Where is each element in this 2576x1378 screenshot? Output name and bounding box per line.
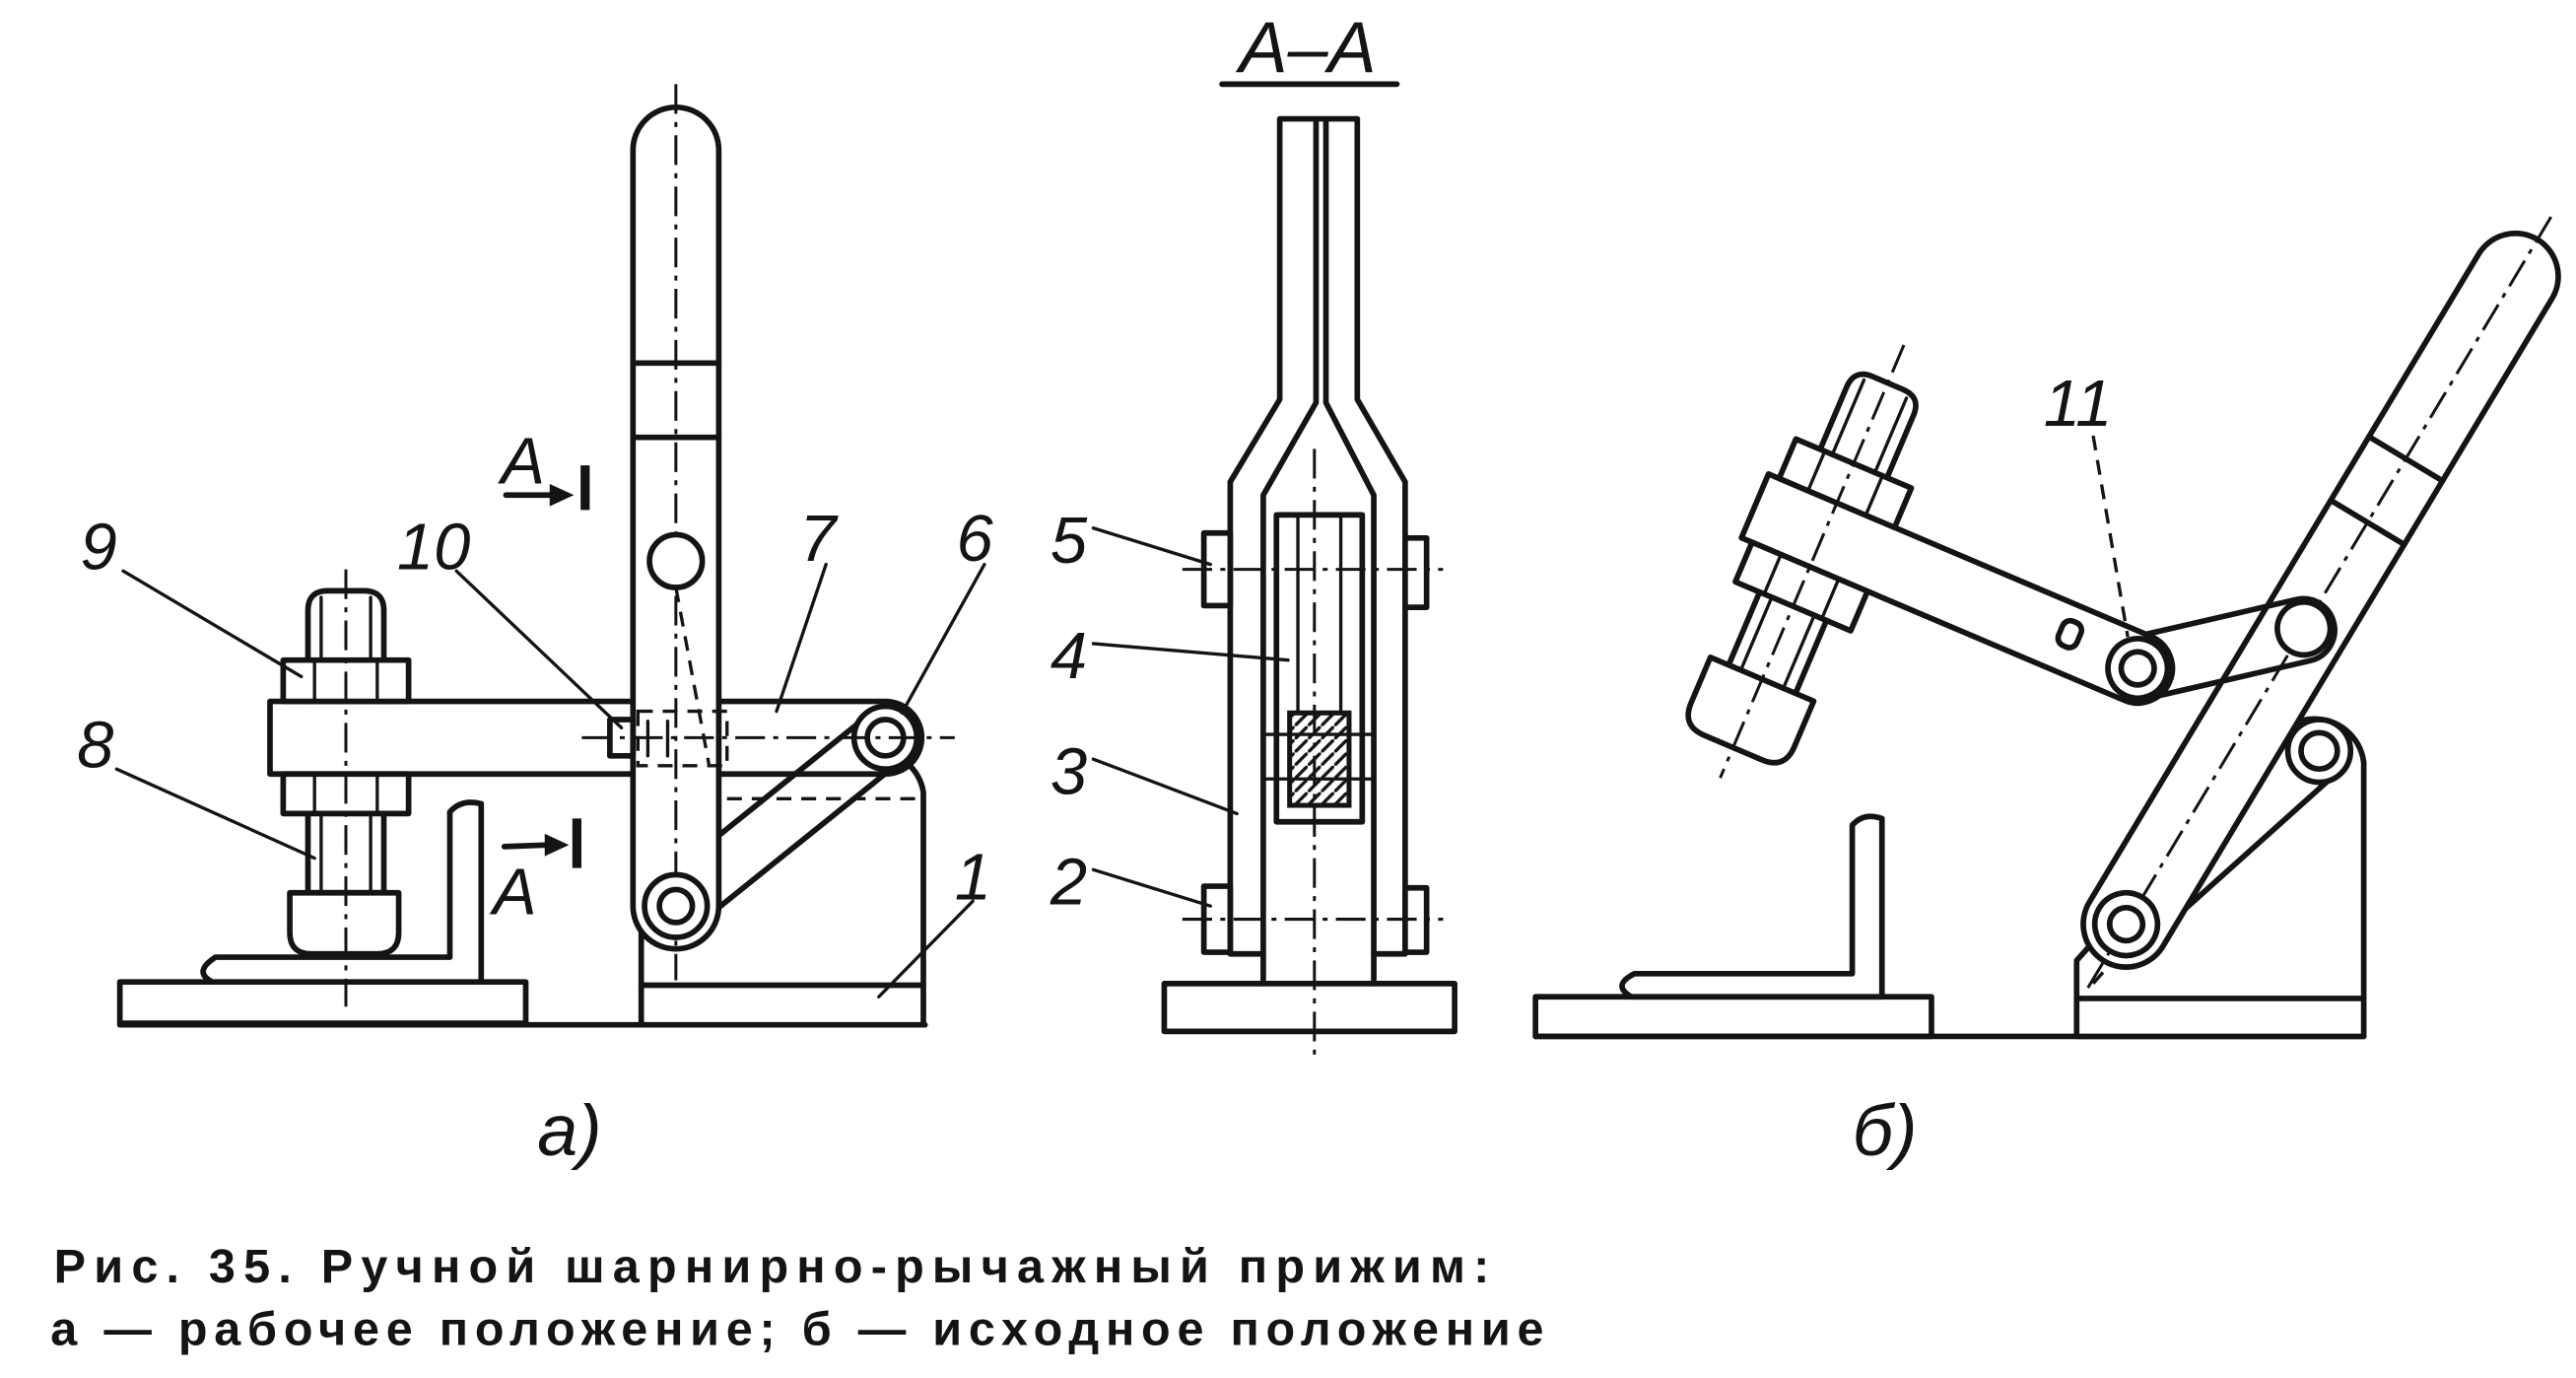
callout-3: 3: [1051, 734, 1087, 808]
base-plate: [116, 979, 529, 1026]
callout-8: 8: [77, 709, 113, 783]
nut-face-line: [1820, 577, 1841, 621]
leader-9: [121, 569, 304, 679]
pivot-11: [2105, 636, 2171, 702]
nut-face-line: [1864, 473, 1884, 517]
screw-thread-line: [1738, 595, 1774, 672]
base-plate: [1532, 994, 1934, 1040]
caption-line-2: а — рабочее положение; б — исходное поло…: [50, 1303, 1543, 1356]
callout-11: 11: [2044, 367, 2113, 441]
view-a-label: а): [537, 1089, 602, 1171]
leader-10: [454, 569, 624, 730]
screw-thread-line: [1830, 378, 1866, 456]
screw-thread-line: [1872, 396, 1909, 475]
screw-pad: [1685, 654, 1817, 766]
screw-pad: [287, 889, 402, 957]
handle-hidden-line: [674, 586, 711, 765]
leader-8: [114, 767, 316, 861]
handle-pivot-pin: [2106, 904, 2146, 944]
caption-line-1: Рис. 35. Ручной шарнирно-рычажный прижим…: [54, 1240, 1490, 1293]
handle-pivot: [642, 871, 711, 940]
callout-4: 4: [1051, 619, 1087, 693]
pressure-screw-8: [280, 569, 412, 1007]
leader-3: [1091, 757, 1239, 816]
callout-6: 6: [956, 502, 993, 576]
pivot-6: [2284, 717, 2354, 786]
arm-slot: [2055, 617, 2085, 651]
view-b-label: б): [1853, 1089, 1918, 1171]
base-foot: [1161, 981, 1457, 1035]
handle-lever: [630, 84, 722, 981]
callout-9: 9: [80, 511, 116, 585]
figure-caption: Рис. 35. Ручной шарнирно-рычажный прижим…: [50, 1240, 1543, 1356]
section-a-a: А–А 5 4 3 2: [1050, 7, 1457, 1057]
link-4: [1273, 512, 1366, 825]
handle-pivot: [2091, 889, 2161, 959]
handle-outline: [2080, 230, 2561, 970]
callout-2: 2: [1050, 845, 1087, 919]
handle-grip-line: [2328, 497, 2407, 548]
section-arrowhead-upper: [549, 483, 575, 507]
handle-hole: [2274, 599, 2334, 658]
workpiece-angle: [1619, 813, 1885, 1000]
nut-face-line: [1806, 449, 1827, 493]
leader-1: [877, 899, 975, 999]
handle-pivot-pin: [656, 886, 696, 926]
leader-4: [1091, 642, 1290, 662]
view-a-working-position: А А 9 10 7 6 8 1 а): [77, 84, 993, 1171]
pin-5-head-right: [1402, 534, 1430, 610]
handle-cheek-inner: [1260, 119, 1377, 987]
view-b-initial-position: 11 б): [1532, 216, 2561, 1171]
callout-7: 7: [799, 502, 839, 576]
section-arrow-lower: [501, 842, 552, 850]
clamping-arm-assembly: [1685, 344, 2176, 779]
handle-hole: [646, 531, 706, 590]
leader-5: [1091, 526, 1212, 567]
handle-cheek-outer: [1227, 115, 1408, 957]
pivot-6-pin: [2298, 729, 2340, 773]
pin-5-head-left: [1200, 529, 1234, 609]
hatched-pin-section: [1287, 710, 1352, 808]
callout-5: 5: [1051, 504, 1088, 578]
leader-11: [2091, 435, 2130, 638]
pivot-11-pin: [2118, 649, 2157, 688]
section-mark-upper: А: [497, 425, 545, 499]
workpiece-angle: [200, 799, 485, 986]
leader-7: [775, 562, 828, 714]
section-arrowhead-lower: [544, 833, 570, 857]
leader-6: [900, 562, 986, 715]
leader-2: [1091, 867, 1212, 908]
screw-thread-line: [1781, 613, 1816, 690]
section-mark-lower: А: [489, 856, 537, 930]
section-title: А–А: [1235, 7, 1376, 89]
nut-face-line: [1762, 552, 1783, 596]
screw-centerline: [1719, 344, 1906, 779]
